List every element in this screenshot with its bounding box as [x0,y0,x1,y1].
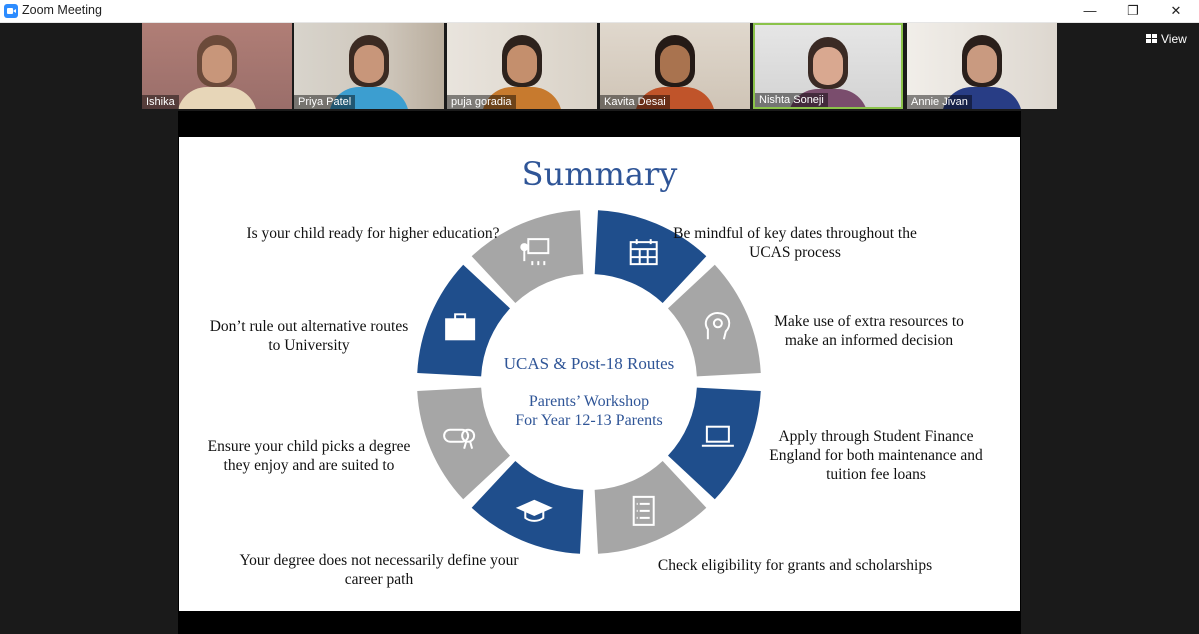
title-bar: Zoom Meeting — ❐ ✕ [0,0,1199,23]
participant-face [354,45,384,83]
participant-tile[interactable]: Ishika [142,23,292,109]
caption-line: UCAS process [749,244,841,261]
caption-career-path: Your degree does not necessarily define … [219,551,539,589]
brain-icon [704,312,731,340]
graduation-cap-icon [515,499,553,522]
minimize-button[interactable]: — [1083,3,1097,18]
caption-line: they enjoy and are suited to [223,457,395,474]
window-title: Zoom Meeting [22,3,102,17]
view-button[interactable]: View [1142,29,1192,49]
participant-tile[interactable]: Kavita Desai [600,23,750,109]
caption-line: Don’t rule out alternative routes [209,318,409,335]
participant-body [635,87,715,109]
slide-title: Summary [521,155,678,193]
participant-name: Nishta Soneji [755,93,828,107]
restore-button[interactable]: ❐ [1127,3,1139,18]
caption-line: England for both maintenance and [769,447,983,464]
caption-line: make an informed decision [784,332,954,349]
caption-alternative-routes: Don’t rule out alternative routes to Uni… [189,317,429,355]
participant-face [202,45,232,83]
caption-line: Ensure your child picks a degree [207,438,411,455]
participant-tile[interactable]: Annie Jivan [907,23,1057,109]
view-button-label: View [1161,32,1187,46]
participant-name: puja goradia [447,95,516,109]
caption-line: Your degree does not necessarily define … [239,552,519,569]
teacher-icon [520,238,550,266]
briefcase-icon [445,313,476,341]
participant-face [660,45,690,83]
grid-icon [1146,34,1157,43]
ring-segment [594,460,707,554]
participant-name: Ishika [142,95,179,109]
ring-segment [471,210,584,304]
participant-face [507,45,537,83]
participant-tile[interactable]: puja goradia [447,23,597,109]
ring-segment [667,387,761,500]
zoom-logo-icon [4,4,18,18]
caption-student-finance: Apply through Student Finance England fo… [741,427,1011,484]
ring-segment [417,387,511,500]
caption-line: Apply through Student Finance [778,428,974,445]
caption-line: Make use of extra resources to [774,313,964,330]
caption-line: Check eligibility for grants and scholar… [657,557,933,574]
participant-name: Annie Jivan [907,95,972,109]
laptop-icon [701,425,734,447]
participant-face [967,45,997,83]
diploma-icon [443,428,476,449]
participant-name: Kavita Desai [600,95,670,109]
participant-body [329,87,409,109]
participant-body [177,87,257,109]
participant-tile[interactable]: Priya Patel [294,23,444,109]
center-subtitle-line1: Parents’ Workshop [528,393,650,410]
presentation-slide: Summary UCAS & Post-18 Routes Parents’ W… [179,137,1020,611]
caption-grants: Check eligibility for grants and scholar… [645,556,945,575]
participant-body [942,87,1022,109]
caption-line: career path [344,571,414,588]
center-title: UCAS & Post-18 Routes [503,354,675,373]
caption-line: tuition fee loans [826,466,926,483]
caption-extra-resources: Make use of extra resources to make an i… [739,312,999,350]
participant-name: Priya Patel [294,95,356,109]
summary-ring-diagram [417,210,761,554]
participant-body [482,87,562,109]
caption-line: to University [268,337,350,354]
calendar-icon [629,239,658,266]
caption-higher-education: Is your child ready for higher education… [223,224,523,243]
caption-degree-choice: Ensure your child picks a degree they en… [189,437,429,475]
caption-key-dates: Be mindful of key dates throughout the U… [645,224,945,262]
close-button[interactable]: ✕ [1170,3,1182,18]
participant-face [813,47,843,85]
participant-body [788,89,868,107]
center-subtitle-line2: For Year 12-13 Parents [515,412,663,429]
participant-tile-active-speaker[interactable]: Nishta Soneji [753,23,903,109]
caption-line: Is your child ready for higher education… [246,225,500,242]
checklist-icon [632,495,655,526]
caption-line: Be mindful of key dates throughout the [673,225,917,242]
